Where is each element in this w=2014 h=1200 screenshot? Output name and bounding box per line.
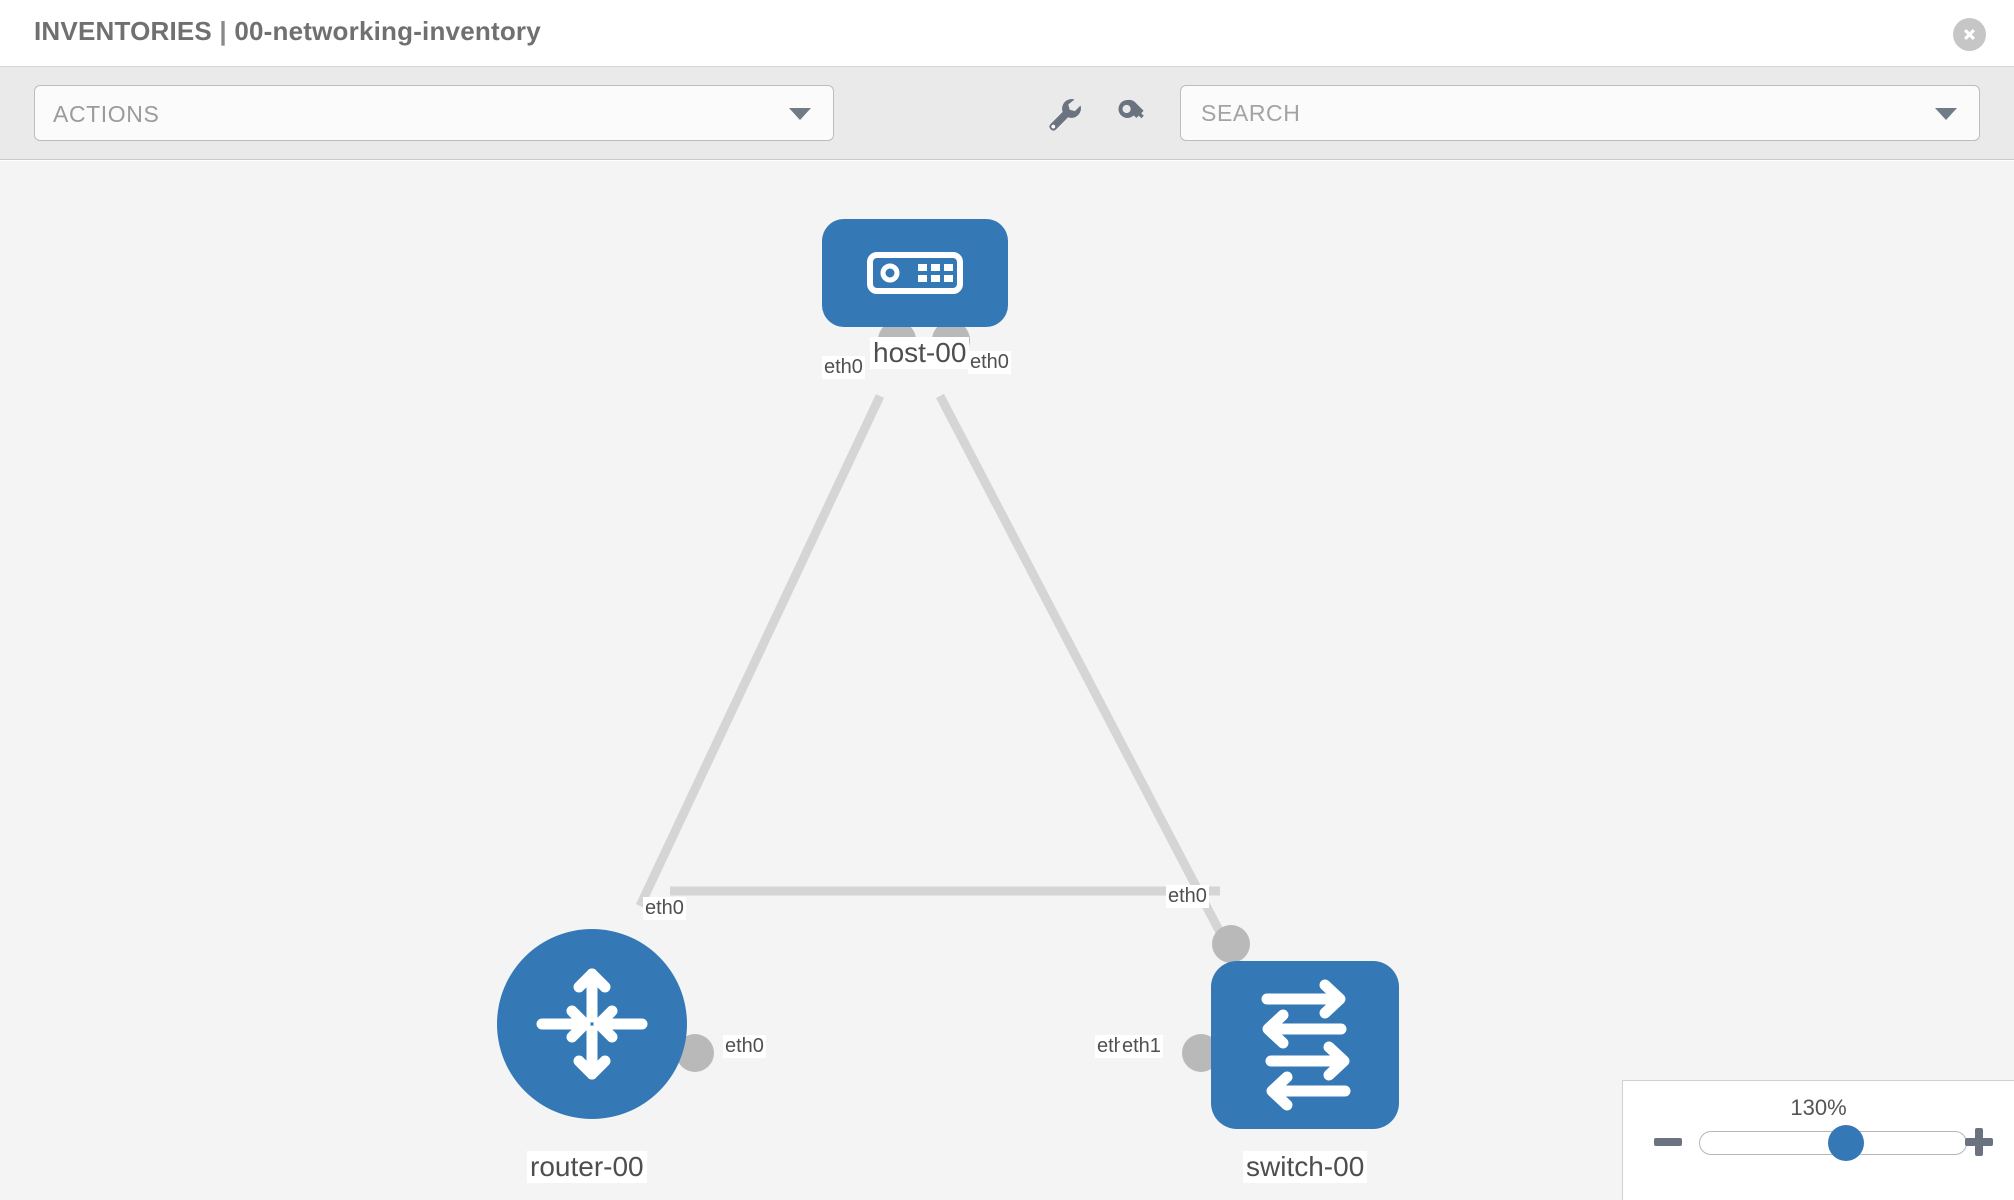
node-label-switch-00: switch-00 bbox=[1243, 1151, 1368, 1183]
topology-links bbox=[635, 393, 1239, 964]
link-host-switch bbox=[936, 393, 1239, 964]
chevron-down-icon[interactable] bbox=[1935, 108, 1957, 120]
port-label-switch-left-occluded: eth bbox=[1095, 1035, 1127, 1058]
switch-arrows-icon bbox=[1261, 979, 1351, 1111]
toolbar: ACTIONS bbox=[0, 67, 2014, 160]
switch-node-shape bbox=[1211, 961, 1399, 1129]
wrench-icon[interactable] bbox=[1041, 91, 1085, 135]
node-router-00[interactable] bbox=[497, 929, 687, 1119]
key-icon[interactable] bbox=[1110, 91, 1154, 135]
zoom-slider[interactable] bbox=[1699, 1125, 1967, 1161]
search-field[interactable] bbox=[1180, 85, 1980, 141]
breadcrumb-separator: | bbox=[219, 16, 227, 46]
node-switch-00[interactable] bbox=[1211, 961, 1399, 1129]
actions-dropdown-label: ACTIONS bbox=[53, 101, 160, 127]
connector-switch-top bbox=[1212, 925, 1250, 963]
node-label-router-00: router-00 bbox=[527, 1151, 647, 1183]
plus-icon[interactable] bbox=[1962, 1125, 1996, 1159]
zoom-level-label: 130% bbox=[1790, 1095, 1847, 1120]
chevron-down-icon bbox=[789, 108, 811, 120]
router-arrows-icon bbox=[536, 968, 648, 1080]
port-label-router-up: eth0 bbox=[643, 897, 686, 920]
link-host-router bbox=[635, 394, 885, 908]
breadcrumb-current: 00-networking-inventory bbox=[234, 16, 541, 46]
zoom-slider-thumb[interactable] bbox=[1828, 1125, 1865, 1161]
node-label-host-00: host-00 bbox=[870, 337, 970, 369]
breadcrumb-root[interactable]: INVENTORIES bbox=[34, 16, 212, 46]
topology-canvas[interactable]: host-00 r bbox=[0, 161, 2014, 1200]
minus-icon[interactable] bbox=[1651, 1125, 1685, 1159]
port-label-host-left: eth0 bbox=[822, 356, 865, 379]
node-host-00[interactable] bbox=[822, 219, 1008, 327]
port-label-router-right: eth0 bbox=[723, 1035, 766, 1058]
port-label-host-right: eth0 bbox=[968, 351, 1011, 374]
page-header: INVENTORIES | 00-networking-inventory bbox=[0, 0, 2014, 67]
actions-dropdown[interactable]: ACTIONS bbox=[34, 85, 834, 141]
port-label-switch-up: eth0 bbox=[1166, 885, 1209, 908]
close-icon[interactable] bbox=[1953, 18, 1986, 51]
host-node-shape bbox=[822, 219, 1008, 327]
port-label-switch-left: eth1 bbox=[1120, 1035, 1163, 1058]
search-input[interactable] bbox=[1199, 86, 1899, 140]
server-icon bbox=[867, 252, 963, 294]
zoom-control-panel: 130% bbox=[1622, 1080, 2014, 1200]
breadcrumb: INVENTORIES | 00-networking-inventory bbox=[34, 16, 541, 47]
router-node-shape bbox=[497, 929, 687, 1119]
